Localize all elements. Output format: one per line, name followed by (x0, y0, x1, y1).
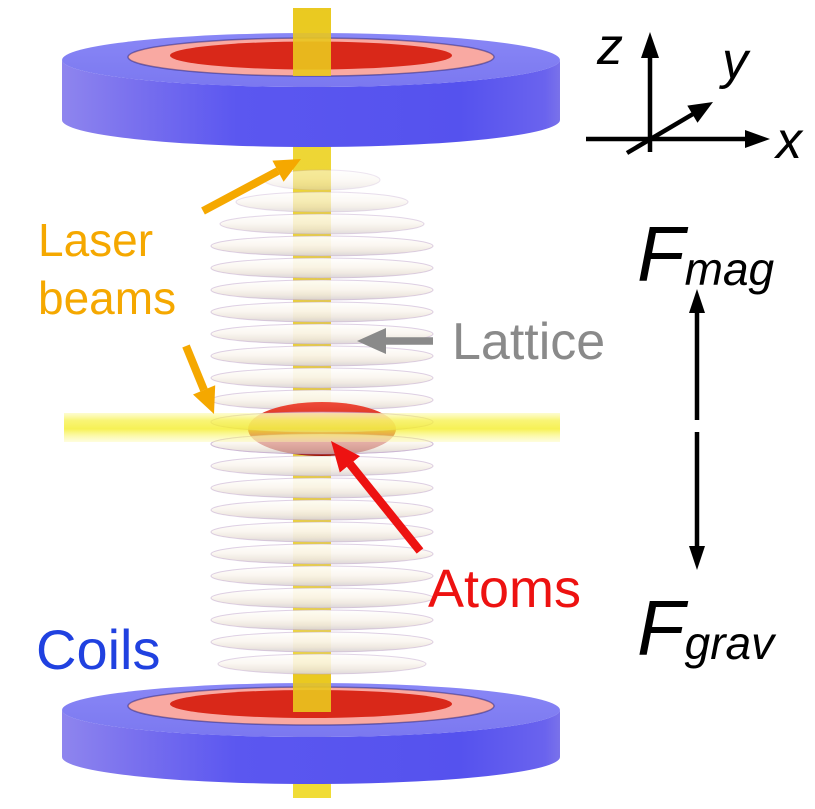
lattice-disk (210, 587, 434, 609)
lattice-disk (210, 543, 434, 565)
lattice-annotation: Lattice (357, 313, 605, 371)
vertical-beam-through-bottom-coil (293, 674, 331, 712)
coordinate-axes: z y x (586, 18, 804, 170)
lattice-arrow (357, 328, 433, 354)
bottom-coil-side (62, 710, 560, 784)
force-arrow-down (689, 432, 705, 570)
f-mag-label: Fmag (637, 210, 775, 298)
laser-beam-arrow-bottom (182, 344, 216, 414)
y-axis-label: y (719, 32, 751, 90)
lattice-disk (210, 631, 434, 653)
lattice-disk (217, 653, 427, 675)
x-axis-arrow (586, 130, 770, 148)
lattice-label: Lattice (452, 313, 605, 371)
lattice-disk (210, 455, 434, 477)
lattice-disk (210, 301, 434, 323)
z-axis-label: z (596, 18, 623, 76)
atoms-label: Atoms (428, 559, 581, 619)
laser-beams-label-line1: Laser (38, 214, 153, 266)
lattice-disk (210, 235, 434, 257)
lattice-disk (210, 257, 434, 279)
lattice-disk (210, 521, 434, 543)
forces: Fmag Fgrav (637, 210, 777, 672)
bottom-coil (62, 674, 560, 798)
y-axis-arrow (625, 102, 713, 155)
lattice-disk (210, 279, 434, 301)
horizontal-laser-beam (64, 413, 560, 442)
lattice-disks (210, 169, 434, 675)
vertical-beam-bottom-stub (293, 784, 331, 798)
lattice-disk (210, 499, 434, 521)
lattice-disk (210, 565, 434, 587)
laser-beams-annotation: Laser beams (38, 159, 301, 414)
lattice-disk (219, 213, 425, 235)
f-grav-label: Fgrav (637, 584, 777, 672)
x-axis-label: x (773, 112, 804, 170)
vertical-beam-through-top-coil (293, 8, 331, 76)
laser-beam-arrow-top (201, 159, 301, 215)
lattice-disk (210, 345, 434, 367)
lattice-disk (210, 367, 434, 389)
top-coil-side (62, 60, 560, 147)
laser-beams-label-line2: beams (38, 272, 176, 324)
z-axis-arrow (641, 32, 659, 152)
atoms-annotation: Atoms (331, 441, 581, 619)
lattice-disk (210, 609, 434, 631)
atoms-arrow (331, 441, 424, 554)
lattice-disk (210, 477, 434, 499)
force-arrow-up (689, 289, 705, 420)
coils-label: Coils (36, 618, 160, 681)
lattice-disk (235, 191, 409, 213)
top-coil (62, 8, 560, 147)
